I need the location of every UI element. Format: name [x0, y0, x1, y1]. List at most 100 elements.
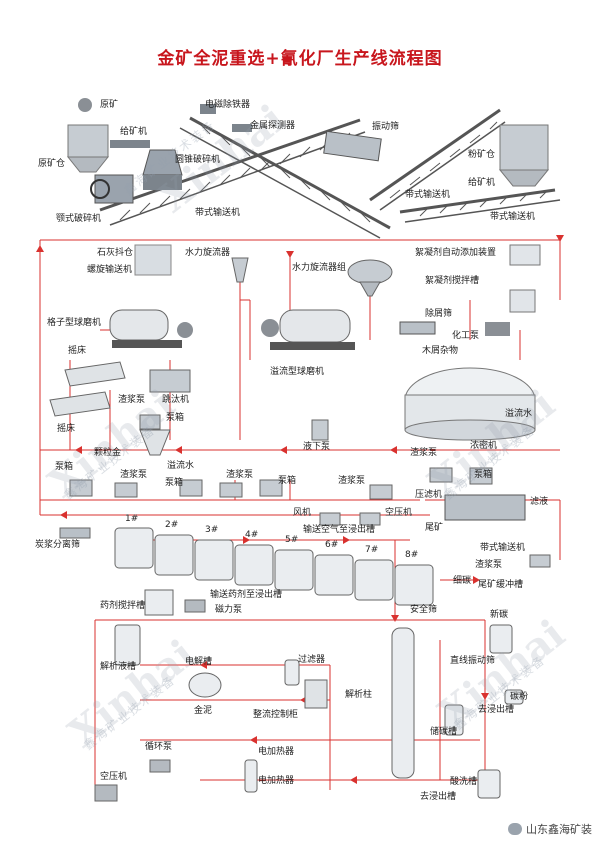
label-mag-pump: 磁力泵 [215, 605, 243, 615]
label-press-filter: 压滤机 [415, 490, 443, 500]
label-tail-buffer: 尾矿缓冲槽 [478, 580, 524, 590]
label-belt-3: 带式输送机 [490, 212, 536, 222]
label-pump-4: 泵箱 [278, 476, 297, 486]
label-vibrating-screen: 振动筛 [372, 122, 400, 132]
label-acid-tank: 酸洗槽 [450, 777, 478, 787]
pumps-and-boxes [69, 414, 551, 568]
desorption-tank-shape [114, 624, 141, 666]
label-coarse-gold: 颗粒金 [94, 448, 122, 458]
electrolysis-shape [188, 672, 222, 698]
raw-ore-bin-hopper [66, 156, 110, 173]
belt-conveyor-1 [99, 118, 366, 226]
heater-1-shape [244, 759, 258, 793]
jaw-crusher-flywheel [90, 179, 110, 199]
overflow-ball-mill-shape [279, 309, 351, 343]
label-pump-box-1: 泵箱 [166, 413, 185, 423]
label-belt-2: 带式输送机 [405, 190, 451, 200]
label-filter: 过滤器 [298, 655, 326, 665]
label-slurry-pump-7: 渣浆泵 [475, 560, 503, 570]
label-belt-1: 带式输送机 [195, 208, 241, 218]
label-floc-dosing: 絮凝剂自动添加装置 [415, 248, 497, 258]
mag-pump-shape [184, 599, 206, 613]
leach-tanks [59, 527, 434, 616]
slurry-pump-2-shape [114, 482, 138, 498]
press-filter-shape [444, 494, 526, 521]
label-jaw-crusher: 颚式破碎机 [56, 214, 102, 224]
label-compressor-1: 空压机 [385, 508, 413, 518]
label-circ-pump: 循环泵 [145, 742, 173, 752]
label-fine-carbon: 细碳 [453, 576, 472, 586]
filter-shape [284, 659, 300, 686]
label-desorption-tank: 解析液槽 [100, 662, 137, 672]
slurry-pump-4-shape [429, 467, 453, 483]
label-belt-4: 带式输送机 [480, 543, 526, 553]
grid-ball-mill-base [112, 340, 182, 348]
slurry-pump-3-shape [219, 482, 243, 498]
leach-tank-2 [154, 534, 194, 576]
control-cabinet-shape [304, 679, 328, 709]
powder-bin-hopper [498, 169, 550, 187]
label-storage-carbon: 储碳槽 [430, 727, 458, 737]
overflow-ball-mill-motor [261, 319, 279, 337]
gravity-equipment [49, 361, 536, 521]
label-reagent-tank: 药剂搅拌槽 [100, 601, 146, 611]
label-tank-2: 2# [165, 520, 179, 530]
label-pump-box-3: 泵箱 [165, 478, 184, 488]
label-slurry-pump-2: 渣浆泵 [120, 470, 148, 480]
hydrocyclone-group-cone [359, 281, 381, 297]
submerged-pump-shape [311, 419, 329, 441]
trash-screen-shape [399, 321, 436, 335]
magnetic-separator-shape [200, 104, 216, 114]
label-powder-bin: 粉矿仓 [468, 150, 496, 160]
label-overflow-mill: 溢流型球磨机 [270, 367, 325, 377]
label-tank-5: 5# [285, 535, 299, 545]
label-feeder-2: 给矿机 [468, 178, 496, 188]
belt-conveyor-3 [369, 108, 506, 211]
compressor-1-shape [359, 512, 381, 526]
raw-ore-pile [78, 98, 92, 112]
conveyor-trusses [99, 108, 561, 239]
grid-ball-mill-shape [109, 309, 169, 341]
label-tank-3: 3# [205, 525, 219, 535]
label-electrolysis: 电解槽 [185, 657, 213, 667]
label-wood-chips: 木屑杂物 [422, 346, 459, 356]
label-shaking-table-1: 摇床 [68, 346, 87, 356]
leach-tank-5 [274, 549, 314, 591]
leach-tank-7 [354, 559, 394, 601]
desorption-equipment [94, 624, 524, 802]
feeder-1-shape [110, 140, 150, 148]
flocculant-tank-shape [509, 289, 536, 313]
leach-tank-4 [234, 544, 274, 586]
belt-conveyor-2 [179, 116, 391, 239]
label-tank-6: 6# [325, 540, 339, 550]
pump-box-2-shape [69, 479, 93, 497]
label-reagent-to-tank: 输送药剂至浸出槽 [210, 590, 283, 600]
label-raw-ore: 原矿 [100, 100, 119, 110]
compressor-2-shape [94, 784, 118, 802]
leach-tank-3 [194, 539, 234, 581]
label-carbon-powder: 碳粉 [510, 692, 529, 702]
label-safety-screen: 安全筛 [410, 605, 438, 615]
label-trash-screen: 除屑筛 [425, 309, 453, 319]
blower-shape [319, 512, 341, 526]
shaking-table-1-shape [64, 361, 126, 387]
slurry-pump-5-shape [369, 484, 393, 500]
label-submerged-pump: 液下泵 [303, 442, 331, 452]
pump-box-6-shape [469, 467, 493, 485]
storage-carbon-shape [444, 704, 464, 736]
grinding-equipment [109, 244, 541, 350]
label-gold-mud: 金泥 [194, 706, 213, 716]
label-feeder-1: 给矿机 [120, 127, 148, 137]
label-hydrocyclone-group: 水力旋流器组 [292, 263, 347, 273]
label-slurry-pump-1: 渣浆泵 [118, 395, 146, 405]
label-ore-bin: 原矿仓 [38, 159, 66, 169]
footer-brand-text: 山东鑫海矿装 [526, 823, 592, 836]
belt-conveyor-4 [399, 188, 561, 223]
label-air-to-tank: 输送空气至浸出槽 [303, 525, 376, 535]
cone-classifier-shape [139, 429, 171, 456]
desorption-column-shape [391, 627, 415, 779]
leach-tank-8 [394, 564, 434, 606]
label-jig: 跳汰机 [162, 395, 190, 405]
shaking-table-2-shape [49, 391, 111, 417]
